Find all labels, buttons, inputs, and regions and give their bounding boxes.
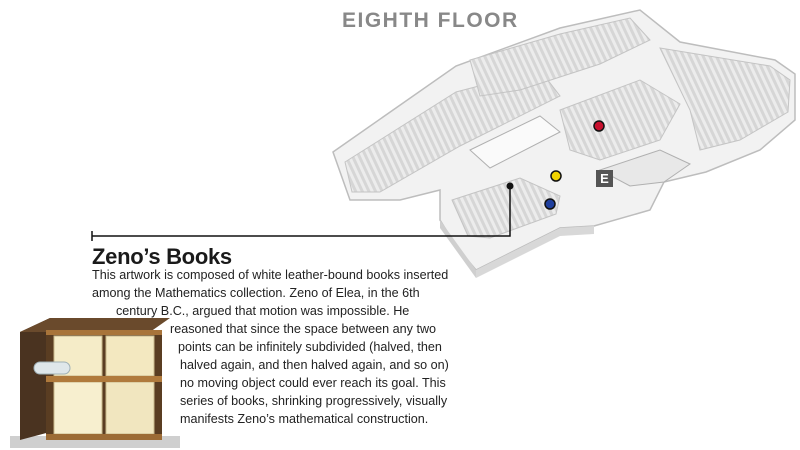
book — [53, 381, 103, 435]
crate-strap — [46, 376, 162, 382]
stacks-center — [559, 79, 681, 161]
book-crate-photo — [10, 318, 180, 448]
entrance-badge — [596, 170, 613, 187]
stacks-west — [344, 69, 561, 193]
callout-leader-line — [92, 186, 511, 237]
callout-text-line: halved again, and then halved again, and… — [180, 358, 449, 372]
callout-title: Zeno’s Books — [92, 244, 232, 269]
callout-text-line: This artwork is composed of white leathe… — [92, 268, 449, 282]
stacks-north — [469, 17, 651, 97]
black-marker[interactable] — [506, 182, 514, 190]
callout-text-line: reasoned that since the space between an… — [170, 322, 437, 336]
courtyard — [469, 115, 561, 169]
crate-strap — [46, 330, 162, 335]
glass-tube — [33, 361, 71, 375]
entrance-label: E — [600, 171, 609, 186]
floor-title: EIGHTH FLOOR — [342, 9, 519, 32]
red-marker[interactable] — [593, 120, 605, 132]
book — [105, 381, 155, 435]
stacks-east — [659, 47, 791, 151]
east-wing-block — [598, 149, 692, 187]
callout-text-line: points can be infinitely subdivided (hal… — [178, 340, 442, 354]
crate-strap — [46, 434, 162, 440]
crate-side — [20, 318, 50, 440]
callout-text-line: manifests Zeno’s mathematical constructi… — [180, 412, 429, 426]
floor-slab-edge — [476, 226, 594, 278]
yellow-marker[interactable] — [550, 170, 562, 182]
callout-text-line: no moving object could ever reach its go… — [180, 376, 446, 390]
floor-slab-edge — [440, 220, 476, 278]
crate-top — [20, 318, 170, 332]
book — [105, 335, 155, 377]
callout-text-line: series of books, shrinking progressively… — [180, 394, 448, 408]
callout-text-line: century B.C., argued that motion was imp… — [116, 304, 410, 318]
blue-marker[interactable] — [544, 198, 556, 210]
callout-text-line: among the Mathematics collection. Zeno o… — [92, 286, 420, 300]
